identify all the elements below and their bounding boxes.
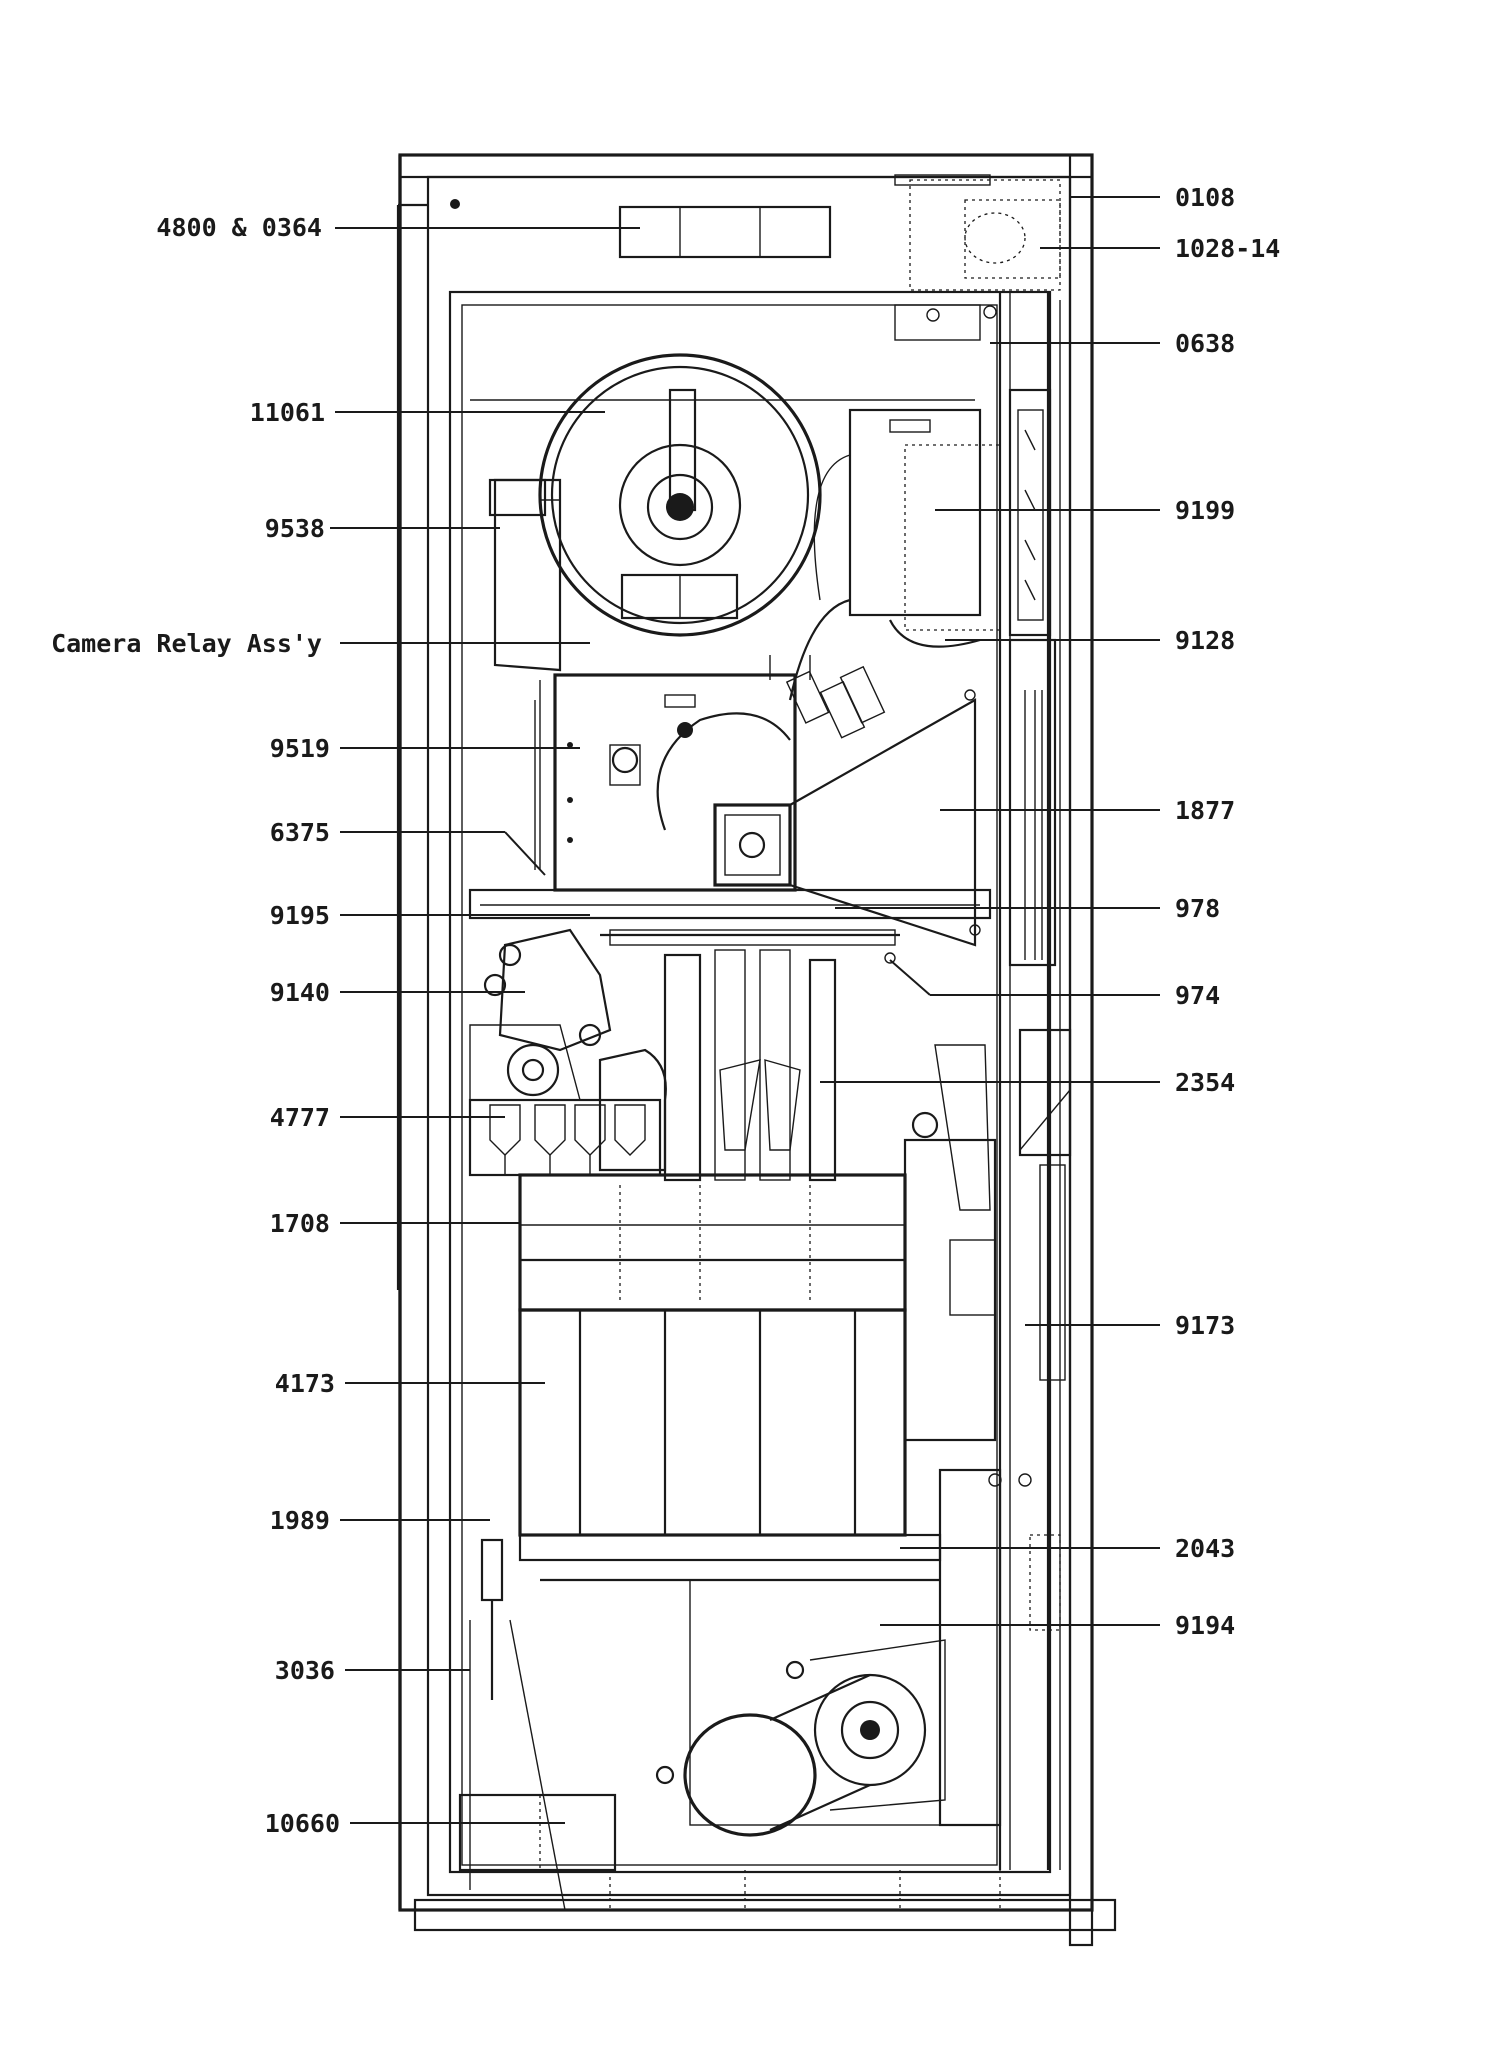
left-support-3036 xyxy=(469,1538,566,1911)
hose-connectors xyxy=(769,598,981,739)
label-plate-4800-0364 xyxy=(450,199,832,259)
callout-label-9538: 9538 xyxy=(265,514,325,543)
callout-label-camera-relay: Camera Relay Ass'y xyxy=(51,629,322,658)
leader-lines-left xyxy=(330,227,640,1824)
callout-labels-right: 0108 1028-14 0638 9199 9128 1877 978 974… xyxy=(1175,183,1280,1640)
callout-label-4800-0364: 4800 & 0364 xyxy=(156,213,322,242)
callout-label-978: 978 xyxy=(1175,894,1220,923)
cabinet-box-9199 xyxy=(813,408,1001,631)
callout-label-9194: 9194 xyxy=(1175,1611,1235,1640)
callout-label-9519: 9519 xyxy=(270,734,330,763)
processing-tanks-1708 xyxy=(518,1173,907,1312)
callout-label-9173: 9173 xyxy=(1175,1311,1235,1340)
callout-label-9128: 9128 xyxy=(1175,626,1235,655)
callout-label-6375: 6375 xyxy=(270,818,330,847)
callout-label-9140: 9140 xyxy=(270,978,330,1007)
film-reel-11061 xyxy=(538,353,822,637)
bracket-978-974 xyxy=(468,888,992,964)
callout-label-974: 974 xyxy=(1175,981,1220,1010)
gear-mechanism-9140 xyxy=(469,928,667,1172)
callout-label-1877: 1877 xyxy=(1175,796,1235,825)
callout-label-2043: 2043 xyxy=(1175,1534,1235,1563)
pump-motor-9194 xyxy=(655,1579,946,1837)
processing-tanks-4173 xyxy=(518,1308,907,1537)
cabinet-walls xyxy=(398,153,1117,1947)
callout-label-10660: 10660 xyxy=(265,1809,340,1838)
callout-label-9199: 9199 xyxy=(1175,496,1235,525)
top-right-module xyxy=(894,174,1061,291)
right-unit-9173 xyxy=(903,1028,1072,1442)
camera-body-9519 xyxy=(553,673,797,892)
callout-label-0638: 0638 xyxy=(1175,329,1235,358)
callout-label-0108: 0108 xyxy=(1175,183,1235,212)
callout-label-11061: 11061 xyxy=(250,398,325,427)
callout-label-1708: 1708 xyxy=(270,1209,330,1238)
leader-lines-right xyxy=(820,196,1160,1626)
right-rail xyxy=(1008,388,1052,637)
callout-label-1028-14: 1028-14 xyxy=(1175,234,1280,263)
callout-label-4777: 4777 xyxy=(270,1103,330,1132)
motor-9538 xyxy=(488,478,562,870)
callout-label-4173: 4173 xyxy=(275,1369,335,1398)
callout-label-1989: 1989 xyxy=(270,1506,330,1535)
box-10660 xyxy=(458,1793,617,1872)
callout-labels-left: 4800 & 0364 11061 9538 Camera Relay Ass'… xyxy=(51,213,340,1838)
bottom-dotted-guides xyxy=(609,1870,1001,1910)
film-rollers-2354 xyxy=(663,949,837,1182)
callout-label-3036: 3036 xyxy=(275,1656,335,1685)
cabinet-inner-frame xyxy=(396,175,1072,1897)
valves-4777 xyxy=(468,1098,662,1177)
light-cone-1877 xyxy=(788,689,981,947)
callout-label-2354: 2354 xyxy=(1175,1068,1235,1097)
bottom-rail-2043 xyxy=(518,1468,1061,1827)
callout-label-9195: 9195 xyxy=(270,901,330,930)
switch-0638 xyxy=(894,304,997,341)
